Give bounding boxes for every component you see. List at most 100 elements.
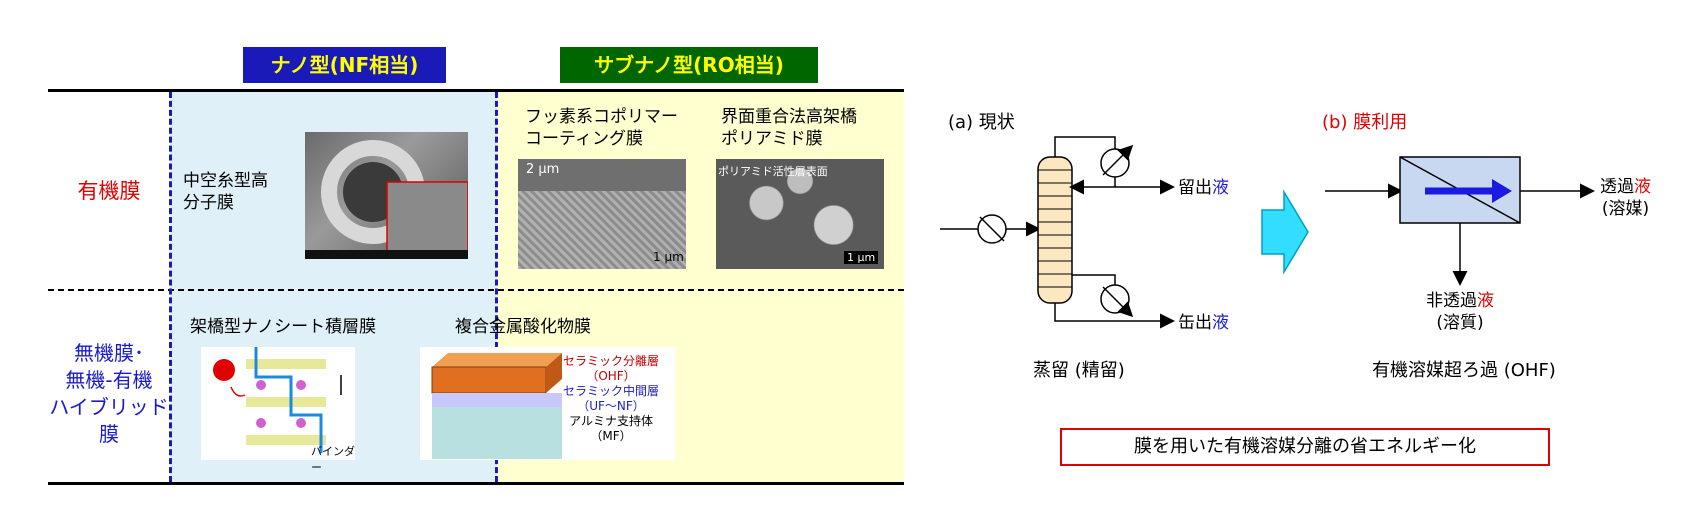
row-label-inorganic: 無機膜･ 無機-有機 ハイブリッド 膜	[48, 340, 170, 448]
oxide-layer-2-name: アルミナ支持体	[569, 414, 653, 428]
separation-layer-top	[432, 353, 562, 367]
interfacial-polyamide-label: 界面重合法高架橋 ポリアミド膜	[721, 106, 857, 150]
row-label-organic: 有機膜	[77, 179, 141, 203]
overhead-line	[1054, 136, 1116, 157]
fluoro-top-band	[518, 159, 686, 191]
hollow-fiber-micrograph	[305, 132, 468, 259]
subnano-type-header: サブナノ型(RO相当)	[560, 47, 818, 83]
membrane-svg	[1325, 156, 1595, 286]
oxide-layer-1-name: セラミック中間層	[563, 384, 660, 398]
summary-box: 膜を用いた有機溶媒分離の省エネルギー化	[1060, 428, 1550, 466]
intermediate-layer	[432, 393, 562, 407]
oxide-svg	[431, 353, 562, 459]
solute-ball	[213, 359, 235, 381]
binder-dot-4	[296, 418, 306, 428]
fiber-footer	[305, 250, 468, 259]
fluoro-scale-top: 2 μm	[526, 162, 560, 177]
fluoro-copolymer-label: フッ素系コポリマー コーティング膜	[525, 106, 678, 150]
membrane-flow-head	[1492, 179, 1512, 203]
polyamide-scale: 1 μm	[844, 251, 879, 264]
binder-dot-1	[256, 380, 266, 390]
oxide-legend: セラミック分離層 （OHF） セラミック中間層 （UF～NF） アルミナ支持体 …	[563, 354, 659, 444]
hollow-fiber-svg	[305, 140, 468, 259]
table-top-line	[48, 89, 904, 92]
rejection-arrow	[230, 386, 246, 397]
retentate-sub: (溶質)	[1436, 313, 1484, 333]
bottoms-liquid: 液	[1212, 313, 1229, 333]
bottoms-label: 缶出液	[1178, 312, 1229, 334]
fiber-inset	[386, 181, 468, 259]
distillation-caption: 蒸留 (精留)	[1033, 360, 1125, 381]
oxide-layer-0-sub: （OHF）	[586, 369, 636, 383]
nano-header-sub: (NF相当)	[329, 53, 419, 77]
reboiler-in	[1072, 274, 1116, 285]
process-b-label: (b) 膜利用	[1322, 112, 1408, 133]
fluoro-scale-bottom: 1 μm	[653, 250, 684, 264]
process-a-label: (a) 現状	[948, 112, 1015, 133]
permeate-sub: (溶媒)	[1601, 199, 1650, 219]
distillate-label: 留出液	[1178, 177, 1229, 199]
nano-type-header: ナノ型(NF相当)	[243, 47, 446, 83]
permeate-line: 透過液	[1600, 176, 1651, 198]
transition-arrow-shape	[1261, 189, 1309, 275]
nanosheet-diagram: バインダー	[201, 347, 355, 474]
permeate-liquid: 液	[1634, 177, 1651, 197]
sheet-2	[246, 397, 326, 407]
mixed-metal-oxide-label: 複合金属酸化物膜	[455, 317, 591, 337]
retentate-liquid: 液	[1477, 291, 1494, 311]
nanosheet-svg	[213, 347, 342, 453]
fluoro-line-1: フッ素系コポリマー	[525, 107, 678, 127]
sheet-1	[246, 359, 326, 369]
subnano-header-sub: (RO相当)	[693, 53, 784, 77]
distillate-liquid: 液	[1212, 178, 1229, 198]
distillate-text: 留出	[1178, 178, 1212, 198]
bottoms-text: 缶出	[1178, 313, 1212, 333]
permeate-text: 透過	[1600, 177, 1634, 197]
interfacial-line-1: 界面重合法高架橋	[721, 107, 857, 127]
polyamide-micrograph: ポリアミド活性層表面 1 μm	[716, 159, 884, 269]
polyamide-caption: ポリアミド活性層表面	[718, 165, 828, 178]
distillation-svg	[940, 136, 1175, 329]
retentate-text: 非透過	[1426, 291, 1477, 311]
hollow-fiber-line-2: 分子膜	[183, 193, 234, 213]
binder-dot-2	[296, 380, 306, 390]
separation-layer-front	[431, 366, 547, 394]
inorganic-line-2: 無機-有機	[65, 368, 153, 392]
summary-text: 膜を用いた有機溶媒分離の省エネルギー化	[1134, 436, 1476, 457]
permeation-path	[254, 347, 323, 453]
retentate-line: 非透過液	[1426, 290, 1494, 312]
interfacial-line-2: ポリアミド膜	[721, 129, 823, 149]
table-bottom-line	[48, 482, 904, 485]
column-divider-left	[169, 92, 172, 482]
retentate-label: 非透過液 (溶質)	[1426, 290, 1494, 334]
fluoro-coating-micrograph: 2 μm 1 μm	[518, 159, 686, 269]
oxide-layer-1-sub: （UF～NF）	[577, 399, 645, 413]
hollow-fiber-line-1: 中空糸型高	[183, 171, 268, 191]
bottoms-out	[1054, 303, 1175, 329]
sheet-3	[246, 435, 326, 445]
binder-label: バインダー	[311, 445, 355, 474]
row-divider	[48, 289, 904, 291]
binder-dot-3	[256, 418, 266, 428]
inorganic-line-4: 膜	[99, 422, 119, 446]
nano-header-main: ナノ型	[270, 53, 330, 77]
subnano-header-main: サブナノ型	[594, 53, 694, 77]
oxide-layer-diagram: セラミック分離層 （OHF） セラミック中間層 （UF～NF） アルミナ支持体 …	[420, 347, 675, 460]
column-divider-mid	[495, 92, 498, 482]
hollow-fiber-label: 中空糸型高 分子膜	[183, 170, 268, 214]
feed-heater-diag	[979, 216, 1005, 242]
crosslinked-nanosheet-label: 架橋型ナノシート積層膜	[190, 317, 377, 337]
distillation-column	[1037, 156, 1073, 304]
condenser-arrow	[1102, 144, 1134, 176]
inorganic-line-3: ハイブリッド	[49, 395, 169, 419]
separation-layer-side	[546, 353, 562, 393]
support-layer	[432, 407, 562, 459]
ohf-caption: 有機溶媒超ろ過 (OHF)	[1372, 360, 1556, 381]
reflux-line	[1069, 177, 1116, 195]
transition-arrow-icon	[1261, 189, 1309, 275]
permeate-label: 透過液 (溶媒)	[1600, 176, 1651, 220]
fluoro-line-2: コーティング膜	[525, 129, 643, 149]
oxide-layer-0-name: セラミック分離層	[563, 354, 660, 368]
reboiler-arrow	[1102, 286, 1134, 318]
oxide-layer-2-sub: （MF）	[590, 429, 632, 443]
